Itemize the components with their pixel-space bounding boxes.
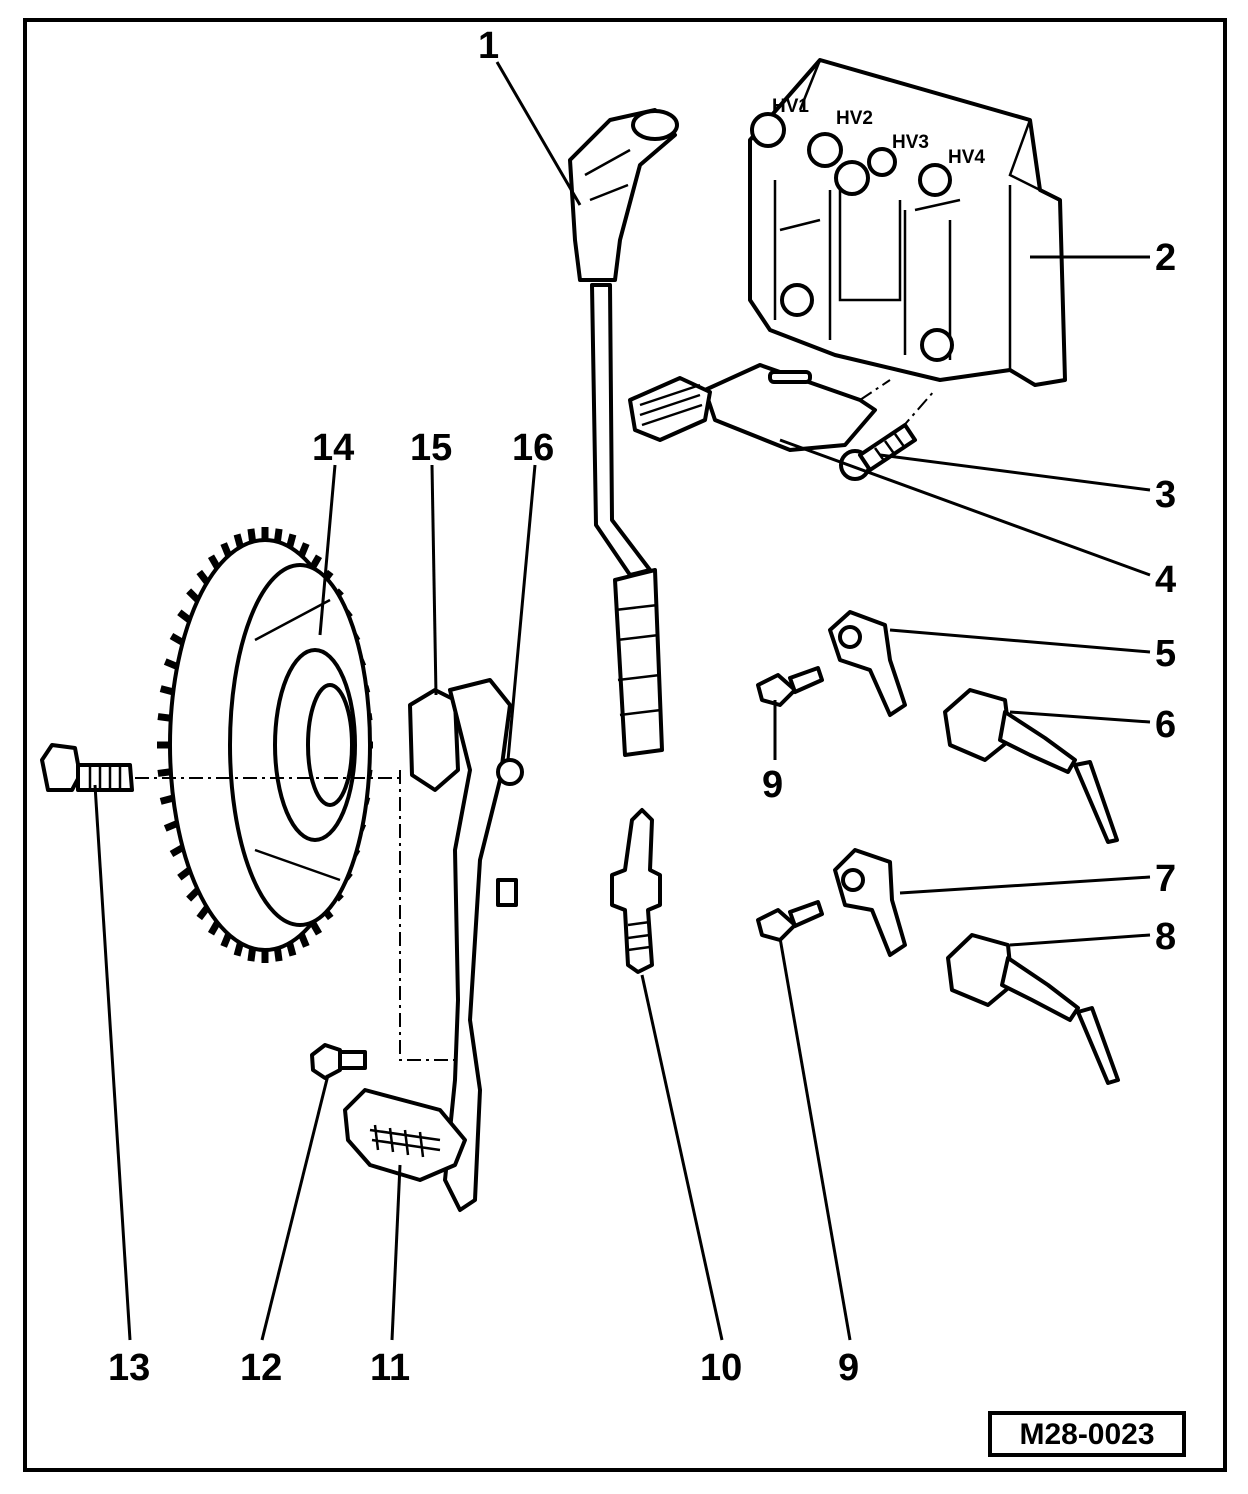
gear-tooth — [273, 528, 283, 543]
callout-14: 14 — [312, 427, 354, 469]
gear-tooth — [186, 588, 201, 603]
gear-tooth — [163, 820, 179, 832]
gear-tooth — [169, 632, 185, 646]
reference-code: M28-0023 — [1019, 1418, 1154, 1451]
terminal-label-hv2: HV2 — [836, 108, 873, 129]
sensor-connector-8 — [946, 933, 1120, 1085]
spark-plug-lead — [568, 108, 679, 757]
gear-tooth — [286, 533, 297, 548]
spark-plug — [610, 808, 662, 974]
callout-16: 16 — [512, 427, 554, 469]
terminal-label-hv1: HV1 — [772, 96, 809, 117]
gear-tooth — [247, 947, 257, 962]
terminal-label-hv4: HV4 — [948, 147, 985, 168]
callout-13: 13 — [108, 1347, 150, 1389]
reference-code-box: M28-0023 — [988, 1411, 1186, 1457]
gear-tooth — [186, 887, 201, 902]
camshaft-sprocket — [157, 527, 373, 963]
bolt-9-upper — [756, 666, 824, 707]
gear-tooth — [233, 942, 244, 957]
ignition-coil-pack: HV1 HV2 HV3 HV4 — [748, 58, 1067, 387]
callout-6: 6 — [1155, 704, 1176, 746]
gear-tooth — [159, 794, 175, 805]
gear-tooth — [177, 867, 192, 881]
sensor-bracket-7 — [833, 848, 907, 957]
gear-tooth — [298, 542, 310, 557]
callout-15: 15 — [410, 427, 452, 469]
sensor-bracket-5 — [828, 610, 907, 717]
gear-tooth — [220, 933, 232, 948]
callout-11: 11 — [370, 1347, 410, 1389]
gear-tooth — [177, 609, 192, 623]
callout-4: 4 — [1155, 559, 1176, 601]
gear-tooth — [159, 685, 175, 696]
callout-9-upper: 9 — [762, 764, 783, 806]
callout-9-lower: 9 — [838, 1347, 859, 1389]
hall-sensor-15 — [408, 688, 460, 792]
gear-tooth — [163, 658, 179, 670]
callout-1: 1 — [478, 25, 499, 67]
callout-10: 10 — [700, 1347, 742, 1389]
callout-7: 7 — [1155, 858, 1176, 900]
coil-connector — [628, 363, 936, 452]
gear-tooth — [169, 844, 185, 858]
gear-tooth — [273, 947, 283, 962]
connector-11 — [343, 1088, 467, 1182]
callout-12: 12 — [240, 1347, 282, 1389]
callout-3: 3 — [1155, 474, 1176, 516]
gear-tooth — [298, 933, 310, 948]
callout-8: 8 — [1155, 916, 1176, 958]
bolt-12 — [310, 770, 455, 1080]
callout-2: 2 — [1155, 237, 1176, 279]
sensor-bracket-16 — [443, 678, 524, 1212]
leader-lines — [93, 61, 1151, 1341]
sensor-connector-6 — [943, 688, 1119, 844]
gear-tooth — [247, 528, 257, 543]
gear-tooth — [157, 713, 172, 722]
diagram-frame — [23, 18, 1227, 1472]
callout-5: 5 — [1155, 633, 1176, 675]
bolt-9-lower — [756, 900, 824, 942]
gear-tooth — [233, 533, 244, 548]
bolt-13 — [40, 743, 400, 792]
gear-tooth — [286, 942, 297, 957]
gear-tooth — [157, 768, 172, 777]
gear-tooth — [220, 542, 232, 557]
terminal-label-hv3: HV3 — [892, 132, 929, 153]
